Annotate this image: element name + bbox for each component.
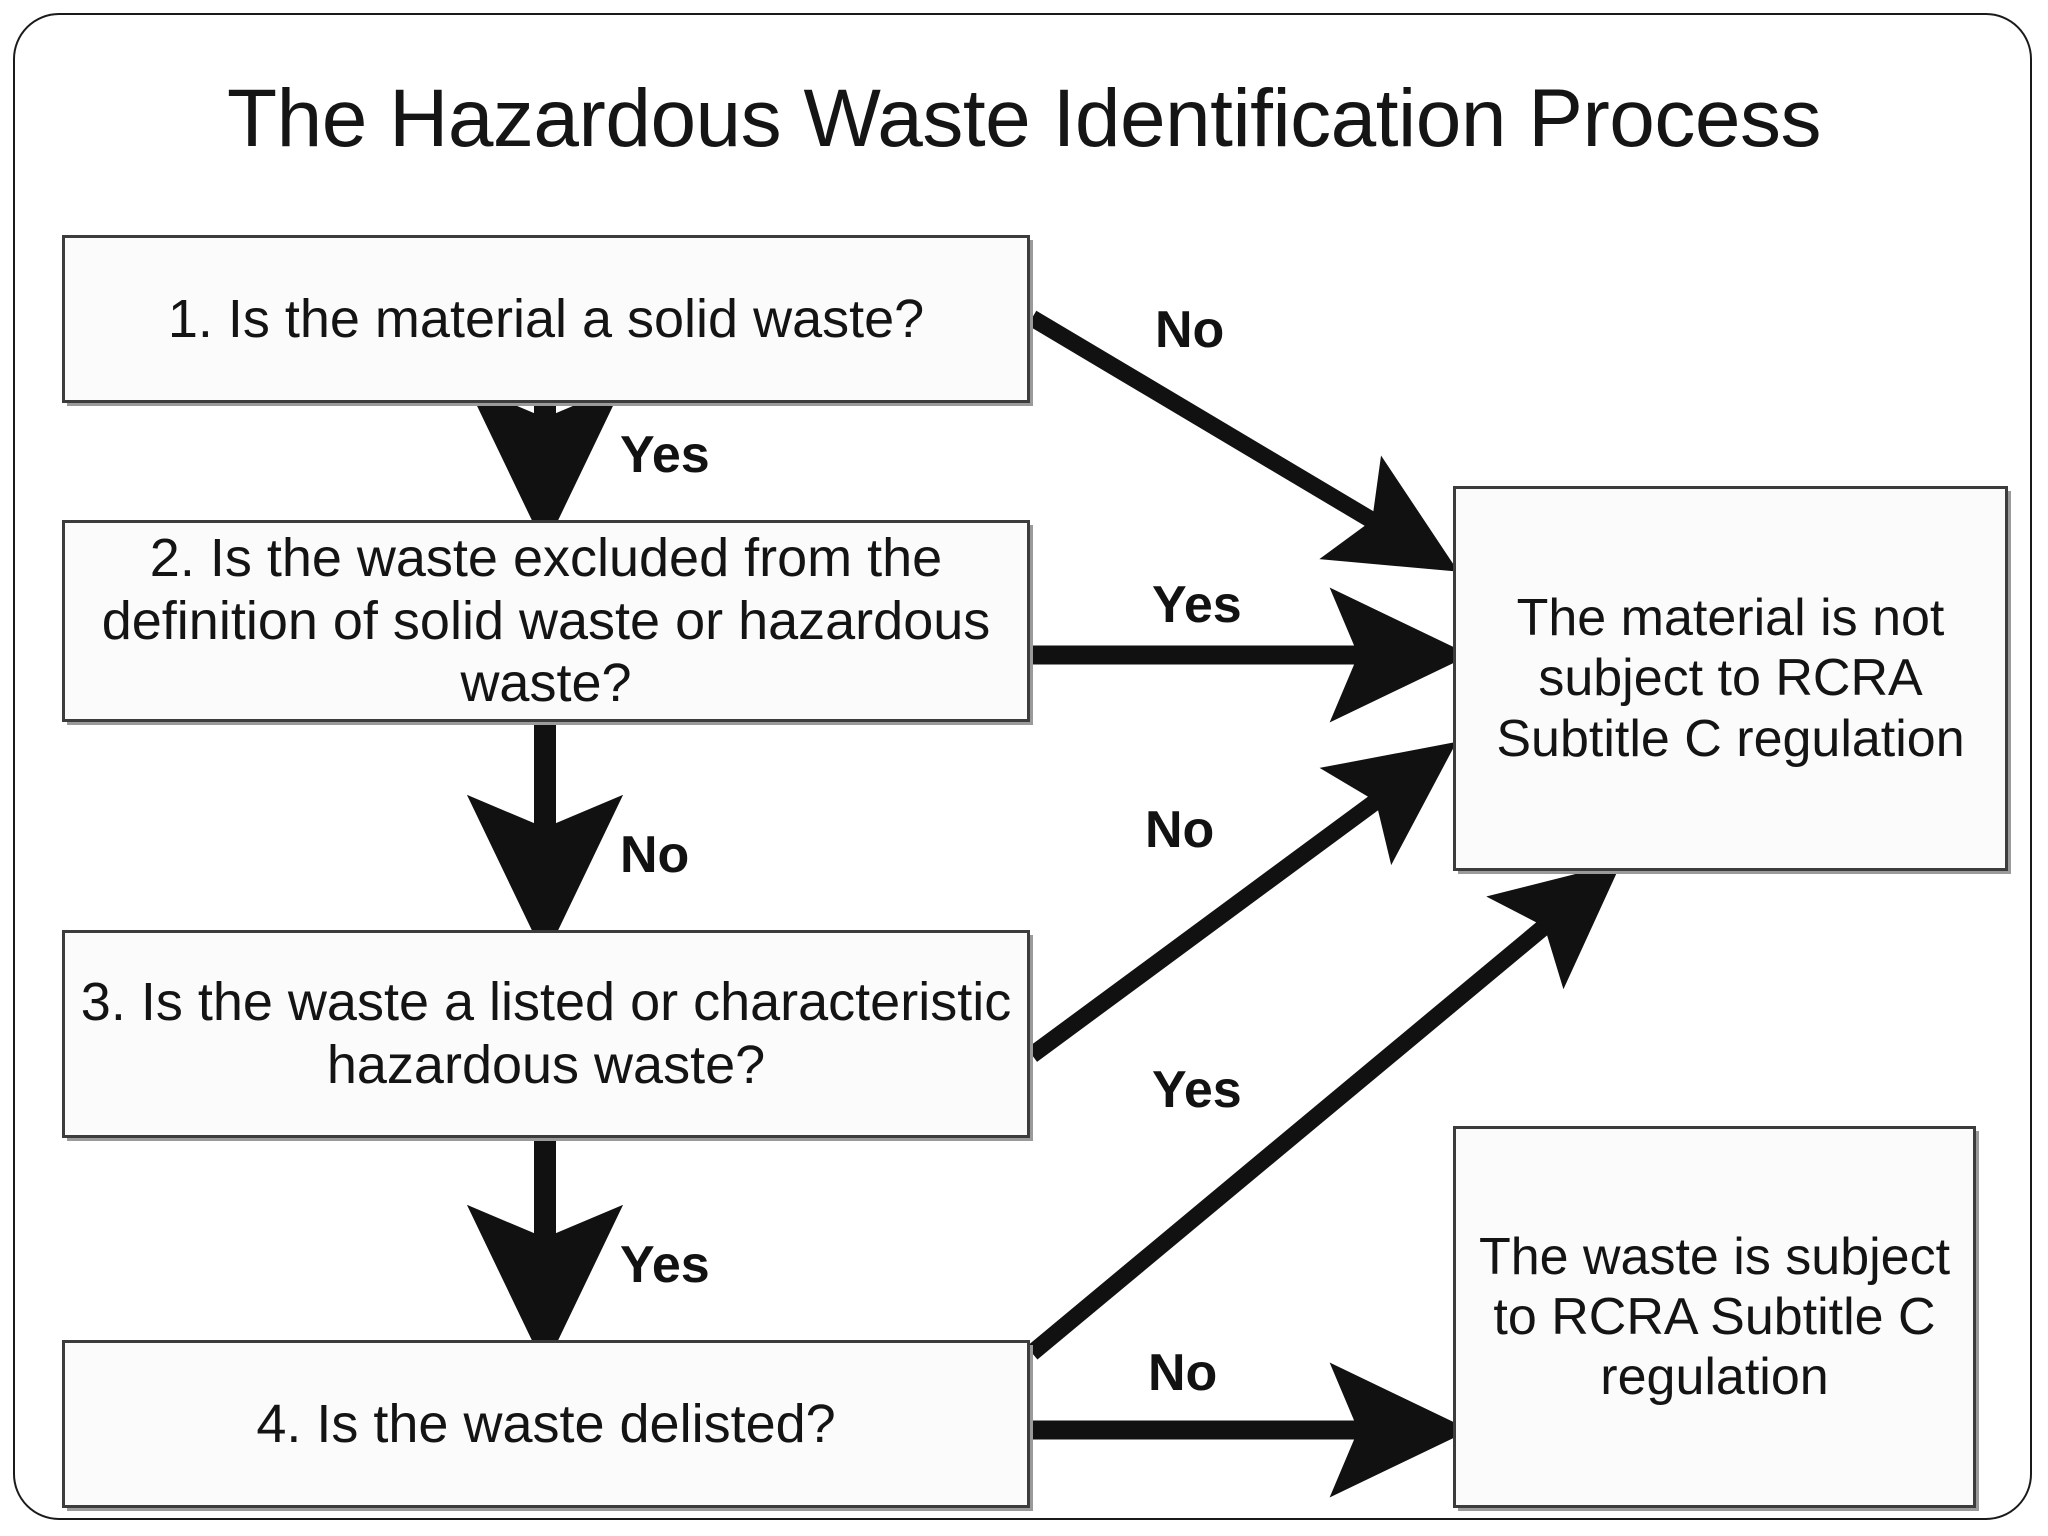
decision-node-3[interactable]: 3. Is the waste a listed or characterist… <box>62 930 1030 1138</box>
outcome-node-subject[interactable]: The waste is subject to RCRA Subtitle C … <box>1453 1126 1976 1508</box>
decision-node-2-label: 2. Is the waste excluded from the defini… <box>101 528 991 714</box>
edge-label-q1-no: No <box>1155 301 1225 359</box>
edge-label-q1-yes: Yes <box>620 426 710 484</box>
decision-node-4[interactable]: 4. Is the waste delisted? <box>62 1340 1030 1508</box>
outcome-node-subject-label: The waste is subject to RCRA Subtitle C … <box>1478 1227 1951 1407</box>
edge-label-q2-no: No <box>620 826 690 884</box>
decision-node-1-label: 1. Is the material a solid waste? <box>167 288 925 349</box>
decision-node-1[interactable]: 1. Is the material a solid waste? <box>62 235 1030 403</box>
decision-node-4-label: 4. Is the waste delisted? <box>256 1393 836 1454</box>
outcome-node-not-subject-label: The material is not subject to RCRA Subt… <box>1496 589 1965 768</box>
edge-label-q2-yes: Yes <box>1152 576 1242 634</box>
decision-node-3-label: 3. Is the waste a listed or characterist… <box>80 972 1012 1095</box>
edge-q1-no <box>1027 310 1459 572</box>
edge-label-q4-yes: Yes <box>1152 1061 1242 1119</box>
page-title: The Hazardous Waste Identification Proce… <box>227 73 1821 164</box>
edge-label-q3-no: No <box>1145 801 1215 859</box>
edge-q3-no <box>1026 741 1457 1062</box>
edge-label-q3-yes: Yes <box>620 1236 710 1294</box>
decision-node-2[interactable]: 2. Is the waste excluded from the defini… <box>62 520 1030 722</box>
edge-label-q4-no: No <box>1148 1344 1218 1402</box>
outcome-node-not-subject[interactable]: The material is not subject to RCRA Subt… <box>1453 486 2008 871</box>
